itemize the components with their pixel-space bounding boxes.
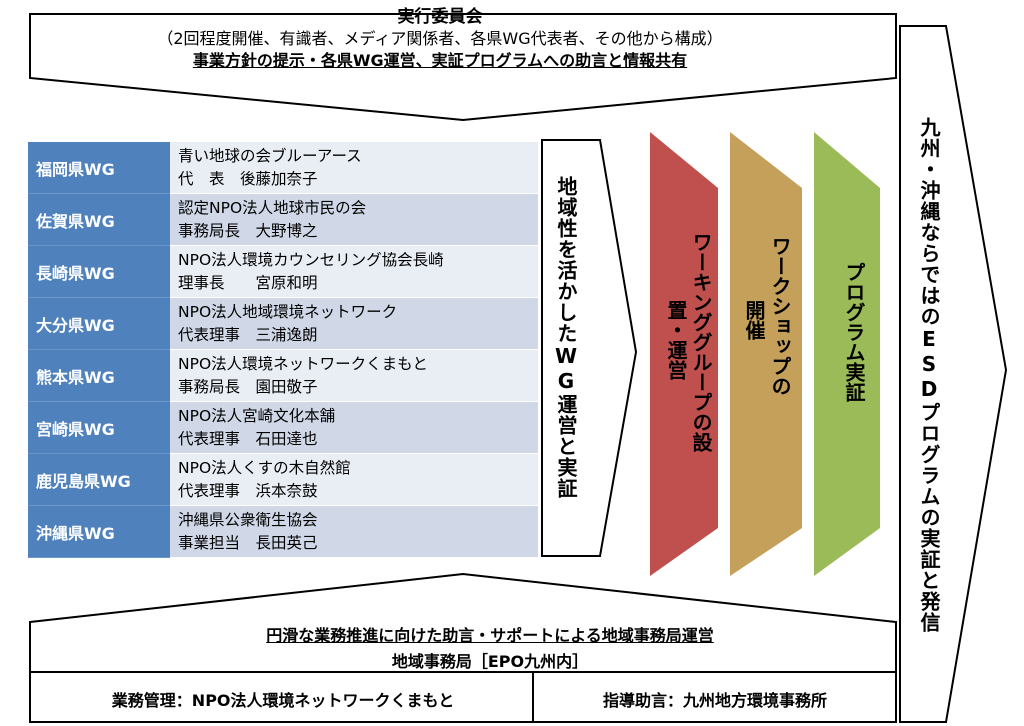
- wg-org-cell: NPO法人くすの木自然館 代表理事 浜本奈鼓: [170, 454, 538, 506]
- wg-name: 宮崎県WG: [28, 402, 170, 454]
- wg-name: 長崎県WG: [28, 246, 170, 298]
- secretariat-advice: 指導助言：九州地方環境事務所: [602, 691, 827, 710]
- wg-org: 沖縄県公衆衛生協会: [178, 511, 318, 529]
- secretariat-role: 円滑な業務推進に向けた助言・サポートによる地域事務局運営: [266, 626, 714, 645]
- wg-org-cell: NPO法人宮崎文化本舗 代表理事 石田達也: [170, 402, 538, 454]
- wg-org: NPO法人くすの木自然館: [178, 459, 351, 477]
- wg-org-cell: NPO法人地域環境ネットワーク 代表理事 三浦逸朗: [170, 298, 538, 350]
- wg-person: 代表理事 三浦逸朗: [178, 326, 318, 344]
- wg-row: 宮崎県WG NPO法人宮崎文化本舗 代表理事 石田達也: [28, 402, 538, 454]
- committee-title: 実行委員会: [397, 7, 483, 27]
- wg-person: 事務局長 園田敬子: [178, 378, 318, 396]
- chevron-3-shape: [814, 132, 880, 576]
- chevron-2-label: ワークショップの: [768, 236, 792, 396]
- wg-org: NPO法人地域環境ネットワーク: [178, 303, 398, 321]
- wg-person: 代表理事 石田達也: [178, 430, 318, 448]
- wg-table: 福岡県WG 青い地球の会ブルーアース 代 表 後藤加奈子 佐賀県WG 認定NPO…: [28, 142, 538, 558]
- wg-name: 福岡県WG: [28, 142, 170, 194]
- wg-org-cell: 認定NPO法人地球市民の会 事務局長 大野博之: [170, 194, 538, 246]
- wg-row: 長崎県WG NPO法人環境カウンセリング協会長崎 理事長 宮原和明: [28, 246, 538, 298]
- committee-role: 事業方針の提示・各県WG運営、実証プログラムへの助言と情報共有: [192, 51, 688, 70]
- wg-name: 熊本県WG: [28, 350, 170, 402]
- wg-name: 鹿児島県WG: [28, 454, 170, 506]
- chevron-1-label-2: 置・運営: [664, 300, 688, 380]
- wg-org: NPO法人環境カウンセリング協会長崎: [178, 251, 444, 269]
- right-arrow-shape: [899, 25, 1008, 723]
- chevron-2-shape: [730, 132, 802, 576]
- wg-row: 熊本県WG NPO法人環境ネットワークくまもと 事務局長 園田敬子: [28, 350, 538, 402]
- wg-name: 沖縄県WG: [28, 506, 170, 558]
- wg-person: 代表理事 浜本奈鼓: [178, 482, 318, 500]
- chevron-2-label-2: 開催: [742, 300, 766, 340]
- chevron-1-shape: [650, 132, 718, 576]
- wg-org: NPO法人宮崎文化本舗: [178, 407, 336, 425]
- wg-person: 事業担当 長田英己: [178, 534, 318, 552]
- committee-text: 実行委員会 （2回程度開催、有識者、メディア関係者、各県WG代表者、その他から構…: [60, 6, 820, 72]
- wg-name: 佐賀県WG: [28, 194, 170, 246]
- secretariat-management: 業務管理：NPO法人環境ネットワークくまもと: [111, 691, 455, 710]
- wg-org: NPO法人環境ネットワークくまもと: [178, 355, 428, 373]
- chevron-3-label: プログラム実証: [842, 262, 866, 402]
- wg-org-cell: NPO法人環境カウンセリング協会長崎 理事長 宮原和明: [170, 246, 538, 298]
- chevron-1-label: ワーキンググループの設: [689, 232, 713, 452]
- right-arrow-label: 九州・沖縄ならではのESDプログラムの実証と発信: [917, 117, 941, 633]
- committee-shape: [29, 13, 897, 122]
- wg-org: 青い地球の会ブルーアース: [178, 147, 362, 165]
- wg-person: 理事長 宮原和明: [178, 274, 318, 292]
- wg-row: 福岡県WG 青い地球の会ブルーアース 代 表 後藤加奈子: [28, 142, 538, 194]
- secretariat-title: 地域事務局［EPO九州内］: [391, 652, 589, 671]
- wg-row: 鹿児島県WG NPO法人くすの木自然館 代表理事 浜本奈鼓: [28, 454, 538, 506]
- wg-arrow-label: 地域性を活かしたWG運営と実証: [554, 176, 578, 499]
- wg-org-cell: 青い地球の会ブルーアース 代 表 後藤加奈子: [170, 142, 538, 194]
- wg-arrow-shape: [541, 139, 638, 557]
- wg-name: 大分県WG: [28, 298, 170, 350]
- wg-person: 事務局長 大野博之: [178, 222, 318, 240]
- wg-org-cell: 沖縄県公衆衛生協会 事業担当 長田英己: [170, 506, 538, 558]
- wg-org-cell: NPO法人環境ネットワークくまもと 事務局長 園田敬子: [170, 350, 538, 402]
- wg-row: 佐賀県WG 認定NPO法人地球市民の会 事務局長 大野博之: [28, 194, 538, 246]
- wg-person: 代 表 後藤加奈子: [178, 170, 318, 188]
- wg-row: 沖縄県WG 沖縄県公衆衛生協会 事業担当 長田英己: [28, 506, 538, 558]
- wg-org: 認定NPO法人地球市民の会: [178, 199, 367, 217]
- wg-row: 大分県WG NPO法人地域環境ネットワーク 代表理事 三浦逸朗: [28, 298, 538, 350]
- committee-composition: （2回程度開催、有識者、メディア関係者、各県WG代表者、その他から構成）: [157, 29, 723, 48]
